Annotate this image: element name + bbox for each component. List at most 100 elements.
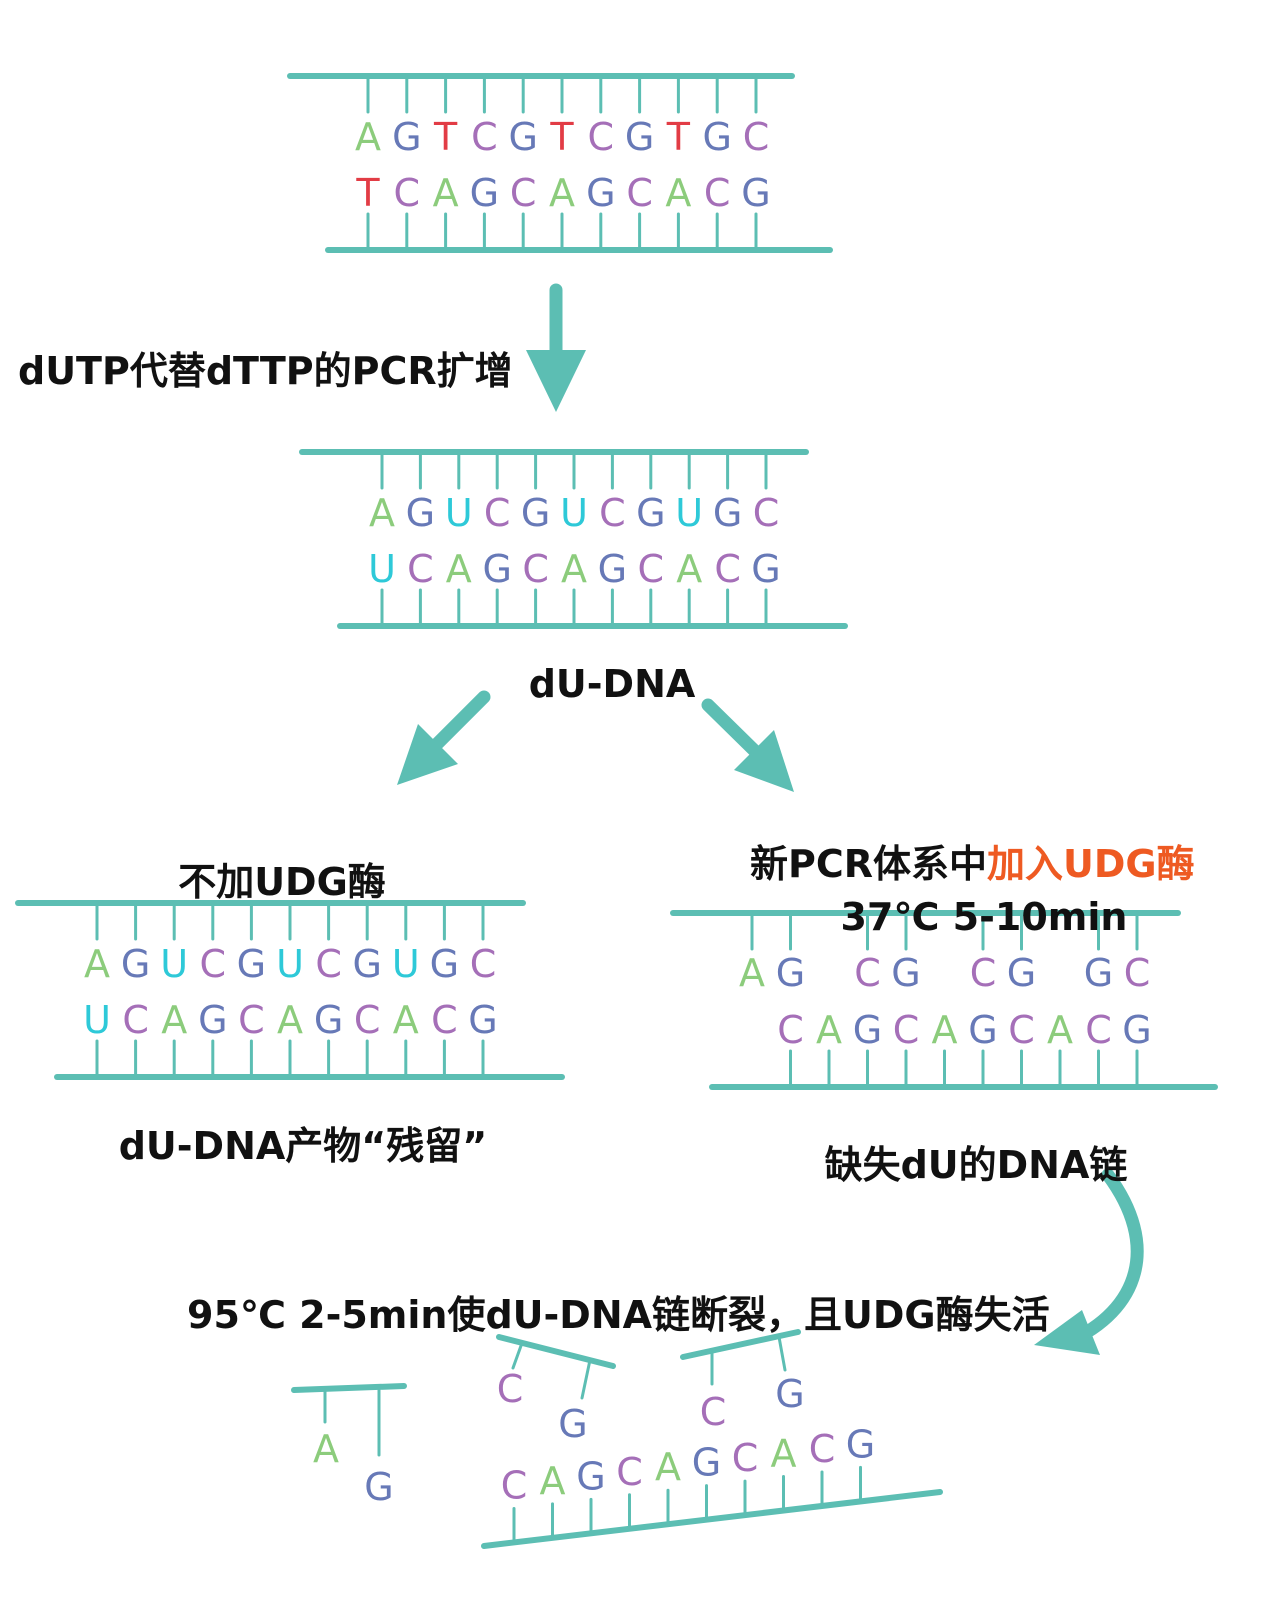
du-dna-label: dU-DNA — [528, 662, 696, 706]
original-dna-top-base-G: G — [702, 115, 731, 159]
residue-dna-bottom-base-C: C — [354, 998, 381, 1042]
fragment2-base-C: C — [497, 1367, 524, 1411]
du-dna-bottom-base-G: G — [751, 547, 780, 591]
original-dna-bottom-base-C: C — [394, 171, 421, 215]
residue-dna-top-base-G: G — [352, 942, 381, 986]
residue-dna-top-base-G: G — [237, 942, 266, 986]
fragment1-base-A: A — [313, 1427, 339, 1471]
udg-dna-top-base-G: G — [1084, 951, 1113, 995]
residue-dna-top-base-A: A — [84, 942, 110, 986]
fragment-bottom-base-G: G — [576, 1454, 605, 1498]
du-dna-top-base-C: C — [484, 491, 511, 535]
fragment2-tick — [580, 1358, 592, 1400]
original-dna-bottom-base-C: C — [626, 171, 653, 215]
fragment-bottom-base-A: A — [771, 1432, 797, 1476]
fragment-bottom-base-A: A — [655, 1445, 681, 1489]
du-dna-top-base-C: C — [753, 491, 780, 535]
du-dna-bottom-base-G: G — [598, 547, 627, 591]
udg-dna-bottom-base-G: G — [853, 1008, 882, 1052]
fragment1-base-G: G — [364, 1465, 393, 1509]
udg-dna-bottom-base-A: A — [1047, 1008, 1073, 1052]
udg-dna-bottom-base-C: C — [777, 1008, 804, 1052]
residue-dna-top-base-G: G — [430, 942, 459, 986]
residue-dna-top-base-U: U — [160, 942, 188, 986]
du-dna-top-base-G: G — [521, 491, 550, 535]
original-dna-bottom-base-G: G — [586, 171, 615, 215]
du-dna-bottom-base-A: A — [446, 547, 472, 591]
du-dna-bottom-base-C: C — [522, 547, 549, 591]
fragment-bottom-base-C: C — [732, 1436, 759, 1480]
new-pcr-prefix: 新PCR体系中 — [750, 842, 987, 886]
residue-dna-bottom-base-C: C — [238, 998, 265, 1042]
udg-dna-bottom-base-G: G — [968, 1008, 997, 1052]
add-udg-highlight: 加入UDG酶 — [987, 842, 1195, 886]
du-dna-top-base-U: U — [445, 491, 473, 535]
du-dna-bottom-base-A: A — [561, 547, 587, 591]
step3-label: 95℃ 2-5min使dU-DNA链断裂，且UDG酶失活 — [187, 1293, 1050, 1337]
residue-dna-bottom-base-A: A — [161, 998, 187, 1042]
original-dna-bottom-base-A: A — [433, 171, 459, 215]
condition-37c-label: 37℃ 5-10min — [840, 895, 1128, 939]
udg-dna-top-base-G: G — [1007, 951, 1036, 995]
fragment2-base-G: G — [558, 1402, 587, 1446]
fragment-bottom-base-G: G — [692, 1441, 721, 1485]
residue-dna-bottom-base-A: A — [393, 998, 419, 1042]
original-dna-top-base-A: A — [355, 115, 381, 159]
original-dna-top-base-T: T — [549, 115, 574, 159]
du-dna-bottom-base-C: C — [714, 547, 741, 591]
du-dna-bottom-base-A: A — [676, 547, 702, 591]
fragment-bottom-base-A: A — [540, 1459, 566, 1503]
du-dna-top-base-U: U — [560, 491, 588, 535]
du-dna-top-base-G: G — [713, 491, 742, 535]
arrow-down-head-icon — [526, 350, 586, 412]
udg-dna-bottom-base-C: C — [893, 1008, 920, 1052]
fragment-bottom-base-C: C — [501, 1463, 528, 1507]
du-dna-top-base-C: C — [599, 491, 626, 535]
original-dna-top-base-G: G — [508, 115, 537, 159]
curved-arrow-icon — [1061, 1168, 1144, 1349]
residue-dna-bottom-base-A: A — [277, 998, 303, 1042]
residue-dna-top-base-U: U — [276, 942, 304, 986]
udg-dna-bottom-base-C: C — [1085, 1008, 1112, 1052]
residue-dna-bottom-base-G: G — [468, 998, 497, 1042]
fragment1-backbone — [291, 1383, 407, 1393]
add-udg-label: 新PCR体系中加入UDG酶 — [750, 842, 1195, 886]
residue-dna-bottom-base-G: G — [314, 998, 343, 1042]
du-dna-top-base-G: G — [406, 491, 435, 535]
fragment3-base-G: G — [775, 1372, 804, 1416]
du-dna-bottom-base-G: G — [482, 547, 511, 591]
residue-dna-top-base-C: C — [315, 942, 342, 986]
du-dna-bottom-base-U: U — [368, 547, 396, 591]
udg-dna-top-base-G: G — [891, 951, 920, 995]
fragment3-tick — [777, 1335, 787, 1372]
residue-dna-bottom-base-G: G — [198, 998, 227, 1042]
original-dna-top-base-C: C — [471, 115, 498, 159]
missing-du-label: 缺失dU的DNA链 — [824, 1143, 1128, 1187]
arrow-down-right-head-icon — [734, 730, 794, 792]
original-dna-top-base-C: C — [588, 115, 615, 159]
original-dna-top-base-T: T — [666, 115, 691, 159]
du-dna-top-base-U: U — [675, 491, 703, 535]
residue-label: dU-DNA产物“残留” — [118, 1124, 488, 1168]
residue-dna-bottom-base-C: C — [122, 998, 149, 1042]
fragment2-tick — [511, 1341, 524, 1370]
udg-dna-top-base-G: G — [776, 951, 805, 995]
udg-dna-bottom-base-G: G — [1122, 1008, 1151, 1052]
original-dna-bottom-base-A: A — [665, 171, 691, 215]
original-dna-bottom-base-G: G — [741, 171, 770, 215]
residue-dna-top-base-G: G — [121, 942, 150, 986]
original-dna-bottom-base-C: C — [510, 171, 537, 215]
du-dna-bottom-base-C: C — [407, 547, 434, 591]
original-dna-top-base-C: C — [743, 115, 770, 159]
fragment-bottom-backbone — [481, 1489, 943, 1549]
du-dna-top-base-A: A — [369, 491, 395, 535]
udg-dna-bottom-base-A: A — [932, 1008, 958, 1052]
udg-dna-top-base-C: C — [854, 951, 881, 995]
arrow-down-left-head-icon — [397, 724, 458, 785]
residue-dna-bottom-base-U: U — [83, 998, 111, 1042]
original-dna-bottom-base-G: G — [470, 171, 499, 215]
residue-dna-top-base-U: U — [392, 942, 420, 986]
udg-dna-bottom-base-A: A — [816, 1008, 842, 1052]
original-dna-bottom-base-C: C — [704, 171, 731, 215]
